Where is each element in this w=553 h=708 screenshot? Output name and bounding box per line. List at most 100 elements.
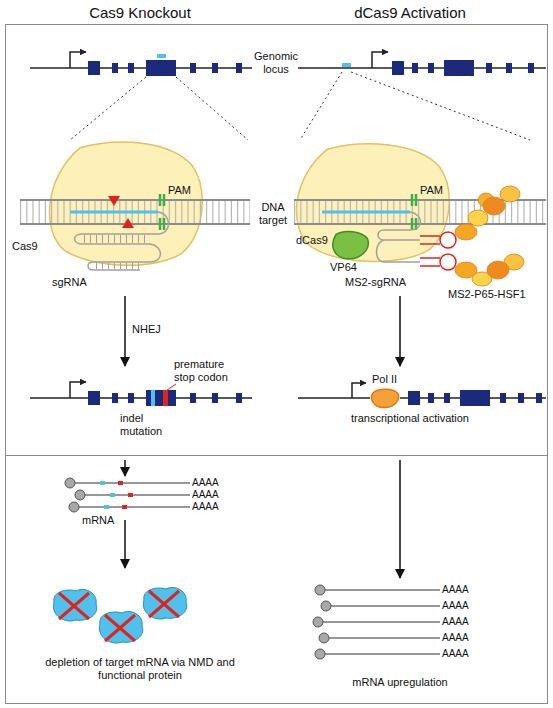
part-label: DNA target [251,201,295,226]
depleted-protein [59,593,89,619]
exon [444,393,450,403]
exon [460,390,490,406]
genomic-locus [70,382,86,398]
process-arrow [124,460,126,476]
part-label: indel mutation [120,412,174,437]
column-heading: Cas9 Knockout [40,4,240,21]
panel-frame [6,25,548,704]
ms2-hairpin [440,254,456,270]
genomic-locus [30,382,252,398]
exon [536,393,542,403]
depleted-protein [99,611,142,643]
dna-double-helix [294,223,546,225]
activator-protein [455,262,477,278]
exon [518,393,524,403]
protein-outline [297,144,450,261]
dna-double-helix [20,223,250,225]
cut-site [122,218,134,228]
exon [88,61,100,75]
exon [212,63,218,73]
node-label: Cas9 [12,240,46,253]
mrna-cap [313,617,323,627]
dna-double-helix [20,199,250,201]
exon [392,61,404,75]
target-site [157,54,166,58]
activator-protein [500,186,520,202]
exon [88,390,242,406]
mrna-transcript [85,494,190,495]
cas9-protein: Cas9 [45,140,205,268]
indel-mutation [151,390,155,406]
genomic-locus [352,383,366,398]
stop-codon [128,493,133,497]
process-arrow [124,520,126,568]
exon [190,63,196,73]
part-label: premature stop codon [174,358,240,383]
activator-protein [487,261,509,279]
exon [392,60,534,76]
zoom-guide [70,77,248,140]
part-label: MS2-sgRNA [345,276,419,289]
node-label: Pol II [372,373,412,386]
mrna-transcript [79,506,190,507]
node-label: VP64 [330,261,370,274]
genomic-locus [400,397,546,399]
protein-outline [370,388,400,408]
exon [212,393,218,403]
mrna-cap [65,478,75,488]
activator-protein [455,186,524,286]
dna-double-helix [294,199,546,201]
stop-codon [163,390,168,406]
exon [88,391,100,405]
exon [146,60,176,76]
column-heading: dCas9 Activation [310,4,510,21]
part-label: mRNA [82,514,122,527]
dna-double-helix [294,201,546,223]
sgrna-spacer [322,211,410,214]
outcome-caption: depletion of target mRNA via NMD and fun… [40,656,240,681]
panel-frame [6,25,548,704]
genomic-locus [372,52,388,68]
depleted-protein [149,591,179,617]
genomic-locus [30,397,252,399]
target-site [342,63,351,67]
depleted-protein [53,589,96,621]
pam-site [412,194,416,230]
exon [128,63,134,73]
genomic-locus [298,52,546,68]
process-arrow [399,296,401,366]
genomic-locus [298,67,546,69]
activator-protein [478,193,494,207]
exon [506,63,512,73]
node-label: dCas9 [296,234,334,247]
exon [428,393,434,403]
exon [412,63,418,73]
depleted-protein [53,587,186,643]
polya-tail: AAAA [442,600,476,612]
part-label: sgRNA [52,276,98,289]
process-arrow [125,296,400,578]
ms2-hairpin [420,236,440,266]
exon [528,63,534,73]
mrna-transcript [75,483,190,507]
outcome-caption: mRNA upregulation [320,676,480,689]
indel-mutation [110,493,115,497]
polya-tail: AAAA [442,616,476,628]
exon [428,63,434,73]
exon [236,393,242,403]
activator-protein [483,197,505,215]
genomic-locus [298,397,370,399]
exon [112,393,118,403]
exon [146,390,176,406]
process-arrow [399,460,401,578]
depleted-protein [143,587,186,619]
sgrna-scaffold [84,235,150,243]
dna-double-helix [294,200,546,224]
polya-tail: AAAA [192,489,226,501]
mrna-transcript [323,590,440,654]
exon [408,390,542,406]
mrna-cap [313,585,331,659]
depleted-protein [105,615,135,641]
